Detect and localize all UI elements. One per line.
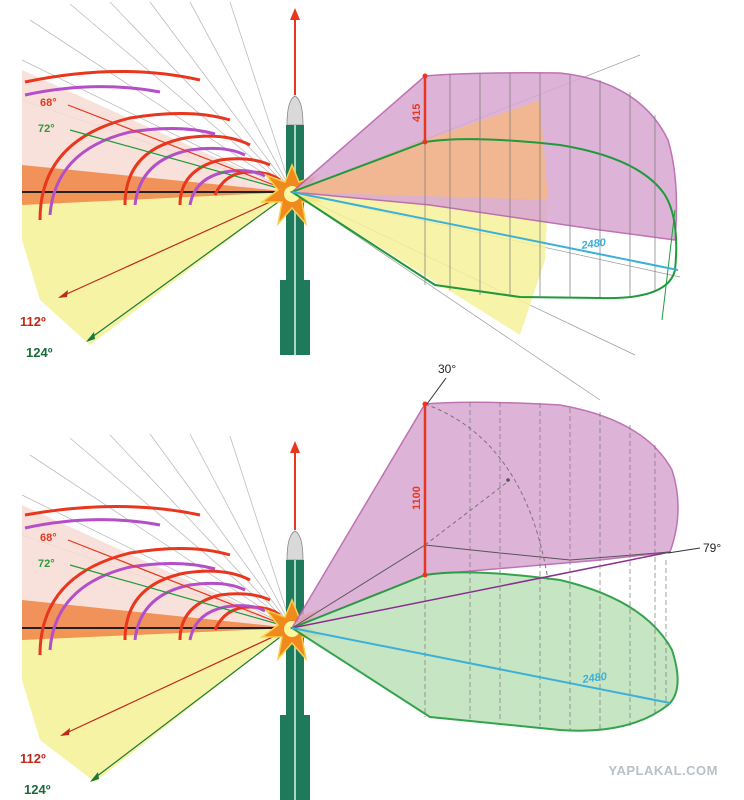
right-purple-diagonal [291,551,671,629]
right-base-tick [291,544,426,629]
callout-30-label: 30° [438,362,456,376]
left-fan-purple-arcs [24,85,266,216]
angle-label-124-2: 124º [24,782,51,797]
angle-label-72: 72° [38,123,55,135]
angle-label-68-2: 68° [40,532,57,544]
left-fan-pink-sector-2 [22,505,292,628]
left-fan-orange-beam [22,165,292,205]
height-label-415: 415 [411,104,423,122]
angle-label-112-2: 112º [20,751,46,766]
angle-label-72-2: 72° [38,558,55,570]
height-bar-top-dot [422,73,428,79]
watermark: YAPLAKAL.COM [608,763,718,778]
angle-label-112: 112º [20,314,46,329]
distance-line-2480-2 [291,627,671,704]
left-fan-arrows-2 [60,539,293,782]
callout-79-label: 79° [703,541,721,555]
left-fan-red-arcs-2 [24,505,281,656]
distance-line-2480 [291,191,679,271]
callout-30-leader [426,377,447,405]
right-vertical-grid [424,73,656,298]
angle-label-124: 124º [26,345,53,360]
right-magenta-volume-2 [290,401,679,630]
right-base-line [424,544,671,561]
right-radial-dot [506,478,510,482]
right-orange-overlay [292,100,548,200]
right-radial-dashed [424,479,511,546]
angle-label-68: 68° [40,97,57,109]
left-fan-pink-sector [22,70,292,192]
right-green-tangent [661,209,676,321]
left-fan-yellow-sector-2 [22,628,292,782]
right-green-outline [289,138,678,300]
panel-1: 68° 72° 112º 124º [20,1,681,401]
callout-79-leader [667,547,701,554]
left-fan-yellow-sector [22,192,292,345]
panel-2: 68° 72° 112º 124º [20,362,721,800]
distance-label-2480-2: 2480 [581,671,609,687]
left-fan-orange-beam-2 [22,600,292,640]
left-fan-red-arcs [24,70,281,221]
height-bar-bottom-dot-2 [422,572,428,578]
distance-label-2480: 2480 [580,237,608,253]
height-bar-bottom-dot [422,139,428,145]
left-fan-purple-arcs-2 [24,518,266,651]
left-fan-arrows [58,104,293,342]
right-green-volume-2 [289,571,679,732]
height-label-1100: 1100 [411,486,423,510]
height-bar-top-dot-2 [422,401,428,407]
right-arc-dashed [424,403,549,581]
